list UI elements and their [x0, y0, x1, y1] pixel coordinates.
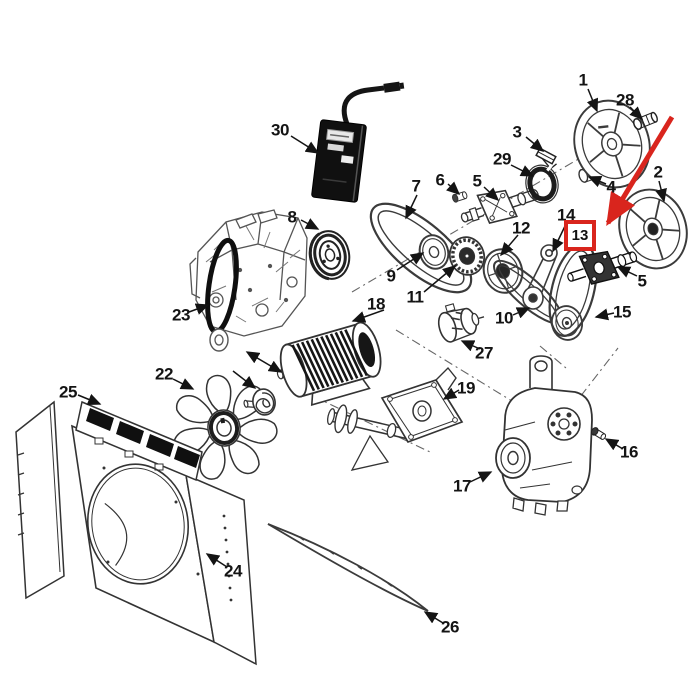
bolt-6-drawing: [452, 191, 468, 203]
alternator-drawing: [437, 303, 485, 343]
callout-6: 6: [435, 170, 445, 190]
callout-26: 26: [441, 617, 459, 637]
callout-24: 24: [224, 561, 242, 581]
leader-arrows: [77, 88, 667, 624]
callout-18: 18: [367, 294, 385, 314]
fan-drawing: [173, 374, 278, 480]
callout-17: 17: [453, 476, 471, 496]
callout-29: 29: [493, 149, 511, 169]
callout-14: 14: [557, 205, 575, 225]
callout-8: 8: [287, 207, 297, 227]
pulley-2-drawing: [618, 188, 688, 270]
coupler-drawing: [243, 388, 276, 416]
clutch-pulley-drawing: [308, 230, 351, 281]
callout-28: 28: [616, 90, 634, 110]
bolt-16-drawing: [590, 427, 607, 440]
engine-drawing: [189, 209, 308, 352]
callout-7: 7: [411, 176, 421, 196]
callout-22: 22: [155, 364, 173, 384]
callout-10: 10: [495, 308, 513, 328]
callout-4: 4: [606, 177, 616, 197]
pulley-11-drawing: [448, 236, 486, 276]
callout-5b: 5: [637, 271, 647, 291]
callout-15: 15: [613, 302, 631, 322]
callout-19: 19: [457, 378, 475, 398]
gauge-drawing: [311, 81, 405, 203]
callout-16: 16: [620, 442, 638, 462]
shroud-drawing: [15, 400, 257, 666]
highlighted-callout-label: 13: [571, 227, 589, 244]
compressor-drawing: [495, 355, 593, 516]
callout-1: 1: [578, 70, 588, 90]
motor-drawing: [276, 321, 382, 406]
callout-25: 25: [59, 382, 77, 402]
pulley-1-drawing: [573, 99, 651, 189]
callout-11: 11: [406, 287, 424, 307]
callout-12: 12: [512, 218, 530, 238]
callout-3: 3: [512, 122, 522, 142]
callout-9: 9: [386, 266, 396, 286]
mount-plate-drawing: [326, 366, 464, 471]
gasket-29-drawing: [525, 164, 559, 204]
callout-30: 30: [271, 120, 289, 140]
callout-2: 2: [653, 162, 663, 182]
idler-arm-drawing: [522, 244, 558, 310]
callout-23: 23: [172, 305, 190, 325]
seal-strip-drawing: [267, 523, 429, 612]
callout-27: 27: [475, 343, 493, 363]
callout-5a: 5: [472, 171, 482, 191]
highlighted-callout-13: 13: [564, 220, 596, 251]
highlight-arrow: [605, 115, 675, 226]
pulley-9-drawing: [418, 234, 450, 270]
